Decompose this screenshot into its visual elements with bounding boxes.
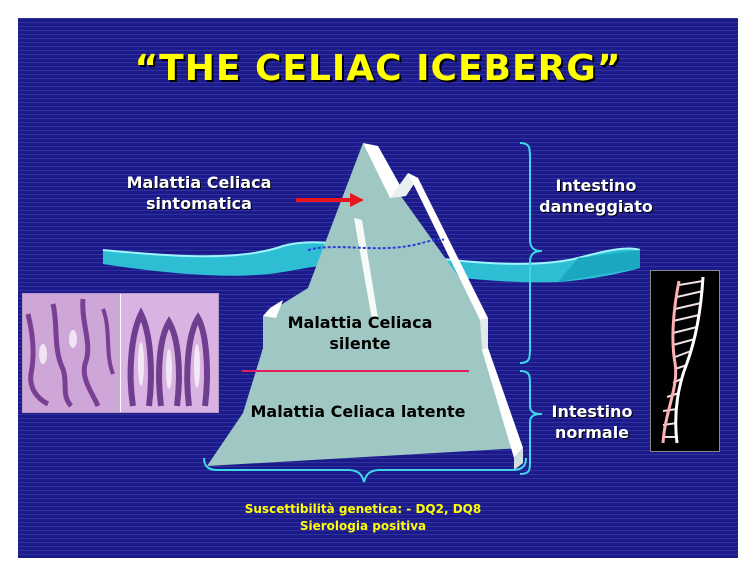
label-normale: Intestino normale	[542, 401, 642, 443]
label-danneggiato-line2: danneggiato	[539, 197, 653, 216]
bottom-brace	[203, 457, 527, 483]
slide-title: “THE CELIAC ICEBERG”	[134, 48, 622, 89]
label-danneggiato: Intestino danneggiato	[538, 175, 654, 217]
label-silente-line1: Malattia Celiaca	[287, 313, 433, 332]
footer-line2: Sierologia positiva	[299, 519, 427, 533]
label-silente-line2: silente	[329, 334, 391, 353]
slide: “THE CELIAC ICEBERG”	[18, 18, 738, 558]
label-normale-line1: Intestino	[551, 402, 633, 421]
label-sintomatica-line2: sintomatica	[146, 194, 252, 213]
pointer-arrow	[296, 193, 364, 207]
iceberg	[207, 143, 523, 470]
footer-text: Suscettibilità genetica: - DQ2, DQ8 Sier…	[178, 501, 548, 535]
footer-line1: Suscettibilità genetica: - DQ2, DQ8	[244, 502, 482, 516]
label-sintomatica: Malattia Celiaca sintomatica	[114, 172, 284, 214]
label-danneggiato-line1: Intestino	[555, 176, 637, 195]
right-brace-upper	[519, 142, 543, 364]
right-brace-lower	[519, 370, 543, 475]
label-latente: Malattia Celiaca latente	[250, 402, 466, 421]
label-sintomatica-line1: Malattia Celiaca	[126, 173, 272, 192]
dna-helix-image	[650, 270, 720, 452]
iceberg-diagram	[102, 142, 641, 483]
histology-image	[22, 293, 219, 413]
label-normale-line2: normale	[554, 423, 630, 442]
label-silente: Malattia Celiaca silente	[270, 312, 450, 354]
